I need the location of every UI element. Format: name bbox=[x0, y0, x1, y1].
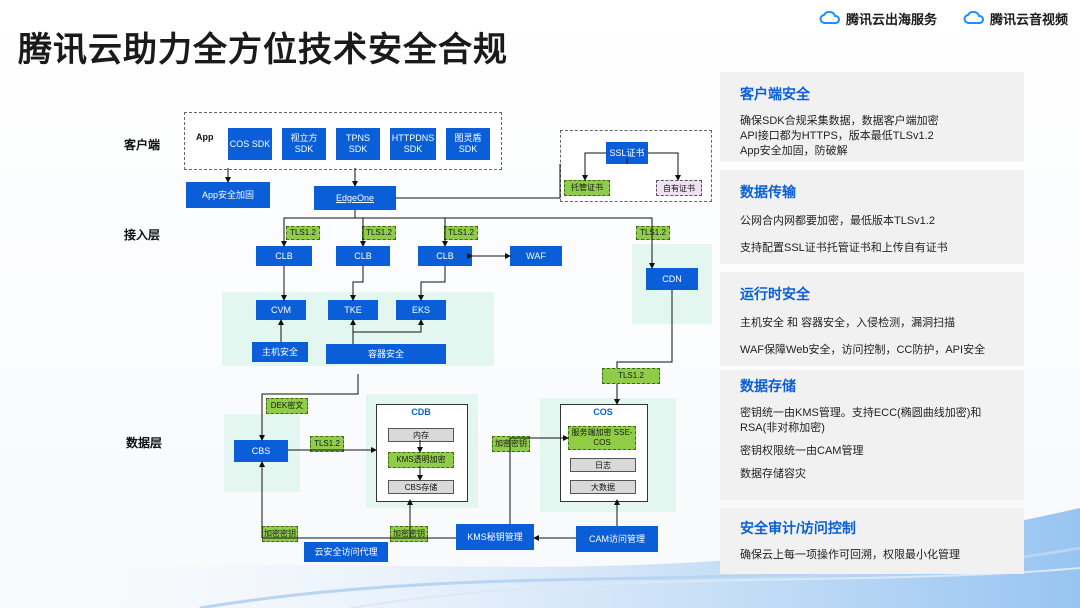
tencent-cloud-icon bbox=[819, 10, 840, 24]
cdb-title: CDB bbox=[411, 407, 431, 417]
cvm-node: CVM bbox=[256, 300, 306, 320]
panel-line: API接口都为HTTPS，版本最低TLSv1.2 bbox=[740, 130, 934, 142]
layer-access: 接入层 bbox=[124, 228, 161, 242]
panel-line: 支持配置SSL证书托管证书和上传自有证书 bbox=[740, 242, 948, 254]
panel-line: WAF保障Web安全，访问控制，CC防护，API安全 bbox=[740, 344, 986, 356]
logo-text: 腾讯云音视频 bbox=[990, 11, 1069, 27]
sdk-cos: COS SDK bbox=[228, 128, 272, 160]
enc-key-badge: 加密密钥 bbox=[492, 436, 530, 452]
panel-heading: 安全审计/访问控制 bbox=[740, 520, 856, 536]
panel-line: 数据存储容灾 bbox=[740, 468, 806, 480]
panel-data-storage: 数据存储 密钥统一由KMS管理。支持ECC(椭圆曲线加密)和RSA(非对称加密)… bbox=[720, 370, 1024, 500]
cos-bigdata: 大数据 bbox=[570, 480, 636, 494]
app-label: App bbox=[196, 132, 214, 142]
clb-node: CLB bbox=[336, 246, 390, 266]
panel-heading: 运行时安全 bbox=[740, 286, 810, 302]
kms-node: KMS秘钥管理 bbox=[456, 524, 534, 550]
container-security-node: 容器安全 bbox=[326, 344, 446, 364]
tls-badge: TLS1.2 bbox=[636, 226, 670, 240]
tls-badge: TLS1.2 bbox=[602, 368, 660, 384]
proxy-node: 云安全访问代理 bbox=[304, 542, 388, 562]
logo-overseas: 腾讯云出海服务 bbox=[818, 8, 937, 28]
cos-log: 日志 bbox=[570, 458, 636, 472]
ssl-cert: SSL证书 bbox=[606, 142, 648, 164]
panel-line: 公网合内网都要加密，最低版本TLSv1.2 bbox=[740, 215, 935, 227]
cos-sse: 服务端加密 SSE-COS bbox=[568, 426, 636, 450]
panel-heading: 数据传输 bbox=[740, 184, 796, 200]
tke-node: TKE bbox=[328, 300, 378, 320]
panel-line: 确保SDK合规采集数据，数据客户端加密 bbox=[740, 115, 939, 127]
cdn-node: CDN bbox=[646, 268, 698, 290]
panel-line: App安全加固，防破解 bbox=[740, 145, 848, 157]
panel-line: 主机安全 和 容器安全，入侵检测，漏洞扫描 bbox=[740, 317, 956, 329]
logo-text: 腾讯云出海服务 bbox=[846, 11, 938, 27]
cam-node: CAM访问管理 bbox=[576, 526, 658, 552]
clb-node: CLB bbox=[418, 246, 472, 266]
cdb-memory: 内存 bbox=[388, 428, 454, 442]
tls-badge: TLS1.2 bbox=[310, 436, 344, 452]
sdk-video-cube: 视立方 SDK bbox=[282, 128, 326, 160]
tencent-cloud-icon bbox=[963, 10, 984, 24]
edgeone-node: EdgeOne bbox=[314, 186, 396, 210]
panel-audit-access: 安全审计/访问控制 确保云上每一项操作可回溯，权限最小化管理 bbox=[720, 508, 1024, 574]
cbs-node: CBS bbox=[234, 440, 288, 462]
cos-title: COS bbox=[593, 407, 613, 417]
sdk-tpns: TPNS SDK bbox=[336, 128, 380, 160]
panel-line: 密钥权限统一由CAM管理 bbox=[740, 445, 864, 457]
eks-node: EKS bbox=[396, 300, 446, 320]
page-title: 腾讯云助力全方位技术安全合规 bbox=[18, 31, 508, 69]
logo-av: 腾讯云音视频 bbox=[962, 8, 1068, 28]
tls-badge: TLS1.2 bbox=[286, 226, 320, 240]
host-security-node: 主机安全 bbox=[252, 342, 308, 362]
waf-node: WAF bbox=[510, 246, 562, 266]
app-reinforce-node: App安全加固 bbox=[186, 182, 270, 208]
panel-heading: 数据存储 bbox=[740, 378, 796, 394]
panel-data-transfer: 数据传输 公网合内网都要加密，最低版本TLSv1.2 支持配置SSL证书托管证书… bbox=[720, 170, 1024, 264]
layer-client: 客户端 bbox=[124, 138, 161, 152]
clb-node: CLB bbox=[256, 246, 312, 266]
panel-runtime-security: 运行时安全 主机安全 和 容器安全，入侵检测，漏洞扫描 WAF保障Web安全，访… bbox=[720, 272, 1024, 366]
panel-heading: 客户端安全 bbox=[740, 86, 810, 102]
panel-line: 确保云上每一项操作可回溯，权限最小化管理 bbox=[740, 549, 960, 561]
panel-client-security: 客户端安全 确保SDK合规采集数据，数据客户端加密 API接口都为HTTPS，版… bbox=[720, 72, 1024, 162]
sdk-turing: 图灵盾 SDK bbox=[446, 128, 490, 160]
layer-data: 数据层 bbox=[126, 436, 163, 450]
sdk-httpdns: HTTPDNS SDK bbox=[390, 128, 436, 160]
panel-line: 密钥统一由KMS管理。支持ECC(椭圆曲线加密)和RSA(非对称加密) bbox=[740, 407, 982, 434]
dek-badge: DEK密文 bbox=[266, 398, 308, 414]
